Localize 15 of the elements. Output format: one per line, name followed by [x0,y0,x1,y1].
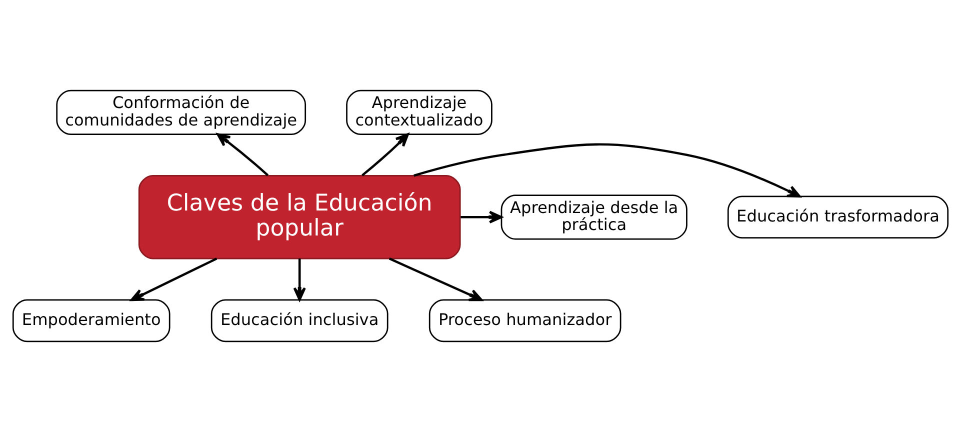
node-box: Proceso humanizador [428,299,622,342]
node-box: Educación trasformadora [727,196,949,239]
node-box: Claves de la Educación popular [138,175,461,260]
arrow [130,258,218,302]
arrow [414,143,801,198]
node-box: Aprendizaje desde la práctica [500,194,688,240]
arrow [216,133,269,176]
arrow [362,133,409,176]
node-box: Educación inclusiva [210,299,388,342]
node-box: Conformación de comunidades de aprendizaje [56,90,306,135]
arrow [460,210,502,224]
node-box: Empoderamiento [12,299,170,342]
arrow [388,258,483,302]
arrow [293,258,306,301]
node-box: Aprendizaje contextualizado [346,90,492,135]
